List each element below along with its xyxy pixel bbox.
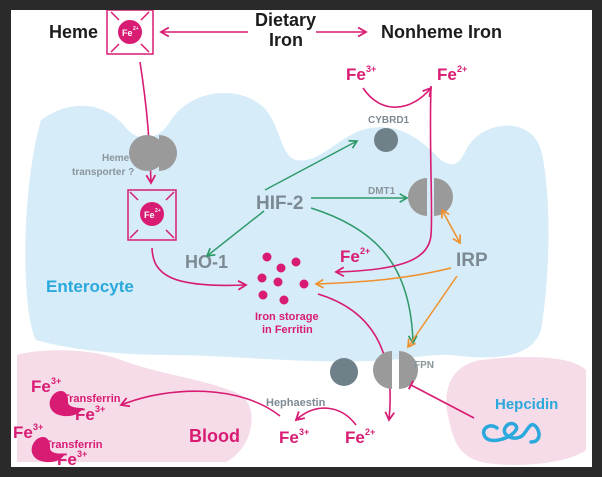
fe2-apical: Fe	[437, 65, 457, 84]
fe2-basolateral: Fe	[345, 428, 365, 447]
fe2-cytosol: Fe	[340, 247, 360, 266]
arrow-ferritin-to-fpn-export	[317, 293, 395, 422]
arrow-fe3-to-transferrin	[119, 390, 281, 417]
fe3-apical: Fe	[346, 65, 366, 84]
irp-label: IRP	[456, 250, 488, 271]
intracellular-heme-icon: Fe 2+	[127, 189, 177, 241]
transferrin-label-1: Transferrin	[63, 393, 121, 405]
dmt1-label: DMT1	[368, 186, 396, 197]
arrow-heme-to-ferritin	[151, 247, 248, 291]
hepcidin-label: Hepcidin	[495, 396, 558, 413]
transferrin-label-2: Transferrin	[45, 439, 103, 451]
transferrin2-fe3-top: Fe	[13, 423, 33, 442]
dietary-iron-label-1: Dietary	[255, 10, 316, 30]
transferrin2-fe3-bottom: Fe	[57, 450, 77, 467]
hepcidin-peptide-icon	[481, 421, 541, 444]
heme-molecule-icon: Fe 2+	[106, 10, 154, 55]
dmt1-transporter-icon	[408, 178, 453, 216]
arrow-fe2-oxidation	[294, 407, 357, 426]
transferrin1-fe3-top: Fe	[31, 377, 51, 396]
arrow-hif2-to-cybrd1	[264, 139, 359, 191]
arrow-hif2-to-fpn	[310, 207, 418, 345]
hif2-label: HIF-2	[256, 193, 304, 214]
heme-transporter-icon	[129, 135, 177, 171]
dietary-iron-label-2: Iron	[269, 30, 303, 50]
transferrin1-fe3-bottom: Fe	[75, 405, 95, 424]
arrow-fe2-dmt1-to-ferritin	[334, 85, 433, 278]
fe2-apical-charge: 2+	[457, 64, 467, 74]
transferrin-icon-1	[49, 390, 83, 417]
iron-absorption-diagram: Fe 2+ Heme Dietary Iron Nonheme Iron Fe …	[11, 10, 592, 467]
diagram-svg: Fe 2+ Heme Dietary Iron Nonheme Iron Fe …	[13, 10, 586, 467]
heme-label: Heme	[49, 22, 98, 42]
transferrin1-fe3-bottom-charge: 3+	[95, 404, 105, 414]
fe2-cytosol-charge: 2+	[360, 246, 370, 256]
transferrin-icon-2	[31, 436, 65, 463]
arrow-irp-dmt1	[440, 208, 462, 245]
nonheme-iron-label: Nonheme Iron	[381, 22, 502, 42]
heme-fe-label: Fe	[122, 28, 133, 38]
fe3-basolateral: Fe	[279, 428, 299, 447]
ferritin-iron-dots	[257, 252, 309, 305]
arrow-irp-to-fpn	[407, 275, 458, 349]
arrow-irp-to-ferritin	[314, 267, 452, 289]
intracellular-heme-fe: Fe	[144, 210, 155, 220]
ferritin-label-1: Iron storage	[255, 311, 319, 323]
inhibition-hepcidin-fpn	[407, 380, 475, 419]
cybrd1-label: CYBRD1	[368, 115, 410, 126]
cybrd1-icon	[374, 128, 398, 152]
fe3-basolateral-charge: 3+	[299, 427, 309, 437]
heme-transporter-label-1: Heme	[102, 153, 130, 164]
heme-transporter-label-2: transporter ?	[72, 167, 134, 178]
intracellular-heme-charge: 2+	[155, 208, 161, 214]
ferritin-label-2: in Ferritin	[262, 324, 313, 336]
fpn-label: FPN	[414, 360, 434, 371]
transferrin2-fe3-bottom-charge: 3+	[77, 449, 87, 459]
enterocyte-label: Enterocyte	[46, 277, 134, 296]
transferrin2-fe3-top-charge: 3+	[33, 422, 43, 432]
hephaestin-icon	[330, 358, 358, 386]
heme-fe-charge: 2+	[133, 26, 139, 32]
hepcidin-region	[446, 357, 586, 465]
hephaestin-label: Hephaestin	[266, 397, 326, 409]
transferrin1-fe3-top-charge: 3+	[51, 376, 61, 386]
blood-region	[17, 350, 252, 462]
fe3-apical-charge: 3+	[366, 64, 376, 74]
fe2-basolateral-charge: 2+	[365, 427, 375, 437]
arrow-fe3-reduction	[362, 86, 433, 108]
ho1-label: HO-1	[185, 252, 228, 272]
blood-label: Blood	[189, 426, 240, 446]
fpn-transporter-icon	[373, 351, 418, 389]
arrow-hif2-to-ho1	[205, 210, 265, 258]
